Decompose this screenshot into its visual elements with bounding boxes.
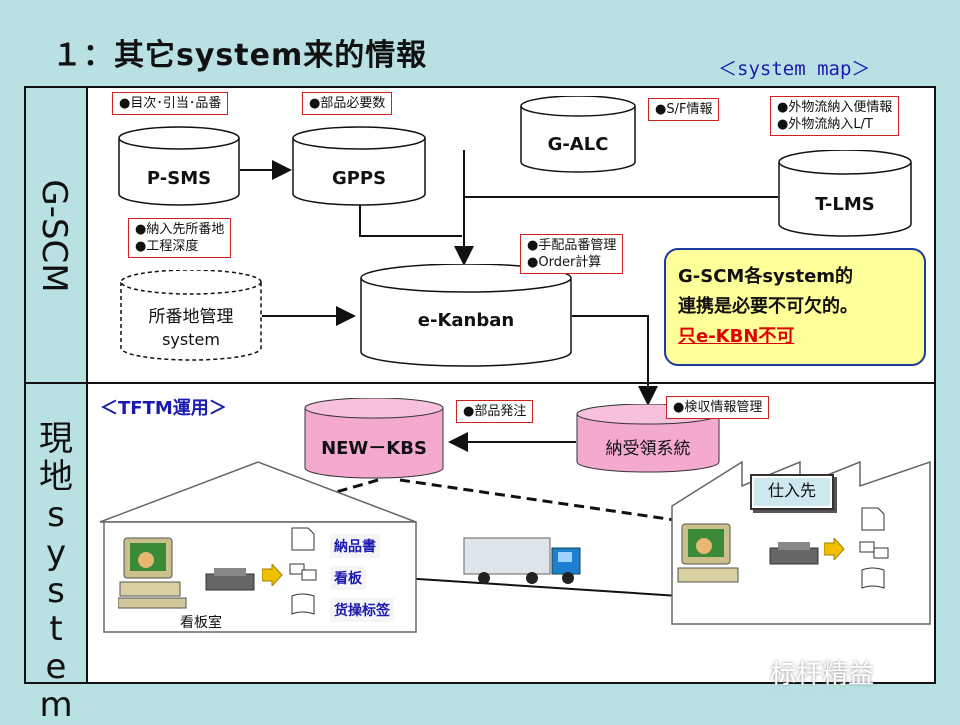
section-divider xyxy=(24,382,936,384)
note-nouju: ●検収情報管理 xyxy=(666,396,770,419)
section-char: m xyxy=(39,685,73,725)
computer-icon xyxy=(118,537,187,609)
cylinder-nouju: 納受領系統 xyxy=(576,403,720,474)
section-char: 地 xyxy=(39,457,73,497)
dashed-kbs-supplier xyxy=(399,478,717,528)
note-line: ●外物流納入便情報 xyxy=(777,100,893,115)
note-line: ●Order計算 xyxy=(527,255,602,270)
note-ekanban: ●手配品番管理 ●Order計算 xyxy=(520,234,624,274)
cylinder-gpps: GPPS xyxy=(292,126,426,206)
kanban-room-label: 看板室 xyxy=(180,615,222,631)
callout-line: G-SCM各system的 xyxy=(678,266,854,287)
section-char: s xyxy=(47,495,65,535)
supplier-sign-panel xyxy=(754,478,830,506)
printer-icon xyxy=(205,568,255,591)
note-line: ●納入先所番地 xyxy=(135,222,225,237)
section-char: s xyxy=(47,571,65,611)
document-icons xyxy=(289,527,317,615)
note-line: ●手配品番管理 xyxy=(527,238,617,253)
cylinder-tlms: T-LMS xyxy=(778,149,912,238)
supplier-arrow-icon xyxy=(824,538,845,560)
callout-box: G-SCM各system的 連携是必要不可欠的。 只e-KBN不可 xyxy=(664,248,926,366)
system-map-label: ＜system map＞ xyxy=(718,58,871,80)
arrow-right-icon xyxy=(262,564,283,586)
wechat-icon xyxy=(731,654,764,679)
callout-line: 連携是必要不可欠的。 xyxy=(678,296,858,317)
cylinder-newkbs: NEW－KBS xyxy=(304,397,444,480)
node-label: NEW－KBS xyxy=(321,438,427,459)
node-label: GPPS xyxy=(331,168,387,189)
document-label-delivery-note: 納品書 xyxy=(330,534,380,558)
node-label: system xyxy=(162,330,220,349)
page-title: １：其它system来的情報 xyxy=(52,38,428,73)
diagram-frame xyxy=(24,86,936,684)
supplier-sign: 仕入先 xyxy=(750,474,834,510)
note-galc: ●S/F情報 xyxy=(648,98,720,121)
watermark-text: 标杆精益 xyxy=(770,660,875,690)
note-newkbs: ●部品発注 xyxy=(456,400,534,423)
section-column-top xyxy=(24,86,88,384)
callout-line-emphasis: 只e-KBN不可 xyxy=(678,326,795,347)
document-label-kanban: 看板 xyxy=(330,566,366,590)
cylinder-ekanban: e-Kanban xyxy=(360,263,572,368)
supplier-label: 仕入先 xyxy=(767,481,816,500)
supplier-computer-icon xyxy=(677,523,739,583)
note-psms: ●目次･引当･品番 xyxy=(112,92,229,115)
note-gpps: ●部品必要数 xyxy=(302,92,393,115)
node-label: e-Kanban xyxy=(417,310,515,331)
node-label: 所番地管理 xyxy=(148,307,234,327)
section-char: e xyxy=(45,647,67,687)
node-label: T-LMS xyxy=(815,194,875,215)
section-char: y xyxy=(45,533,67,573)
arrow-ekanban-nouju xyxy=(572,315,658,406)
truck-icon xyxy=(463,537,581,584)
node-label: G-ALC xyxy=(547,134,609,155)
supplier-document-icons xyxy=(859,507,889,589)
note-banchi: ●納入先所番地 ●工程深度 xyxy=(128,218,232,258)
section-char: 現 xyxy=(39,419,73,459)
cylinder-psms: P-SMS xyxy=(118,126,240,206)
note-tlms: ●外物流納入便情報 ●外物流納入L/T xyxy=(770,96,900,136)
section-char: t xyxy=(49,609,63,649)
document-label-tag: 货操标签 xyxy=(330,598,394,622)
cylinder-galc: G-ALC xyxy=(520,95,636,174)
section-label-local-system: 現 地 s y s t e m xyxy=(28,420,84,724)
supplier-printer-icon xyxy=(769,542,819,565)
tftm-label: ＜TFTM運用＞ xyxy=(100,398,227,419)
line-gpps-ekanban xyxy=(359,204,462,237)
node-label: P-SMS xyxy=(146,168,212,189)
node-label: 納受領系統 xyxy=(605,439,691,459)
note-line: ●外物流納入L/T xyxy=(777,117,873,132)
note-line: ●工程深度 xyxy=(135,239,199,254)
cylinder-banchi: 所番地管理 system xyxy=(120,269,262,362)
arrow-kanban-supplier xyxy=(371,575,714,607)
section-column-bottom xyxy=(24,384,88,684)
